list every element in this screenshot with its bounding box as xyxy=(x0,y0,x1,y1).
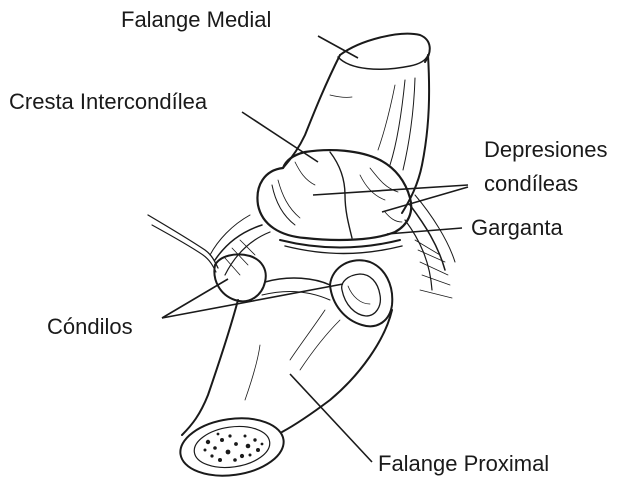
label-falange-medial: Falange Medial xyxy=(121,9,271,31)
label-falange-proximal: Falange Proximal xyxy=(378,453,549,475)
proximal-phalanx-head xyxy=(214,254,392,326)
label-cresta-intercondilea: Cresta Intercondílea xyxy=(9,91,207,113)
tendon-strands xyxy=(148,215,218,272)
joint-capsule xyxy=(210,195,455,298)
label-garganta: Garganta xyxy=(471,217,563,239)
middle-phalanx xyxy=(283,34,430,213)
leader-condilo-2 xyxy=(162,284,343,318)
label-condilos: Cóndilos xyxy=(47,316,133,338)
leader-falange-proximal xyxy=(290,374,372,462)
bone-marrow-texture xyxy=(204,433,264,462)
label-depresiones-line2: condíleas xyxy=(484,173,578,195)
label-depresiones-line1: Depresiones xyxy=(484,139,608,161)
articular-surface xyxy=(257,150,411,240)
leader-cresta xyxy=(242,112,318,162)
proximal-phalanx xyxy=(177,300,392,482)
